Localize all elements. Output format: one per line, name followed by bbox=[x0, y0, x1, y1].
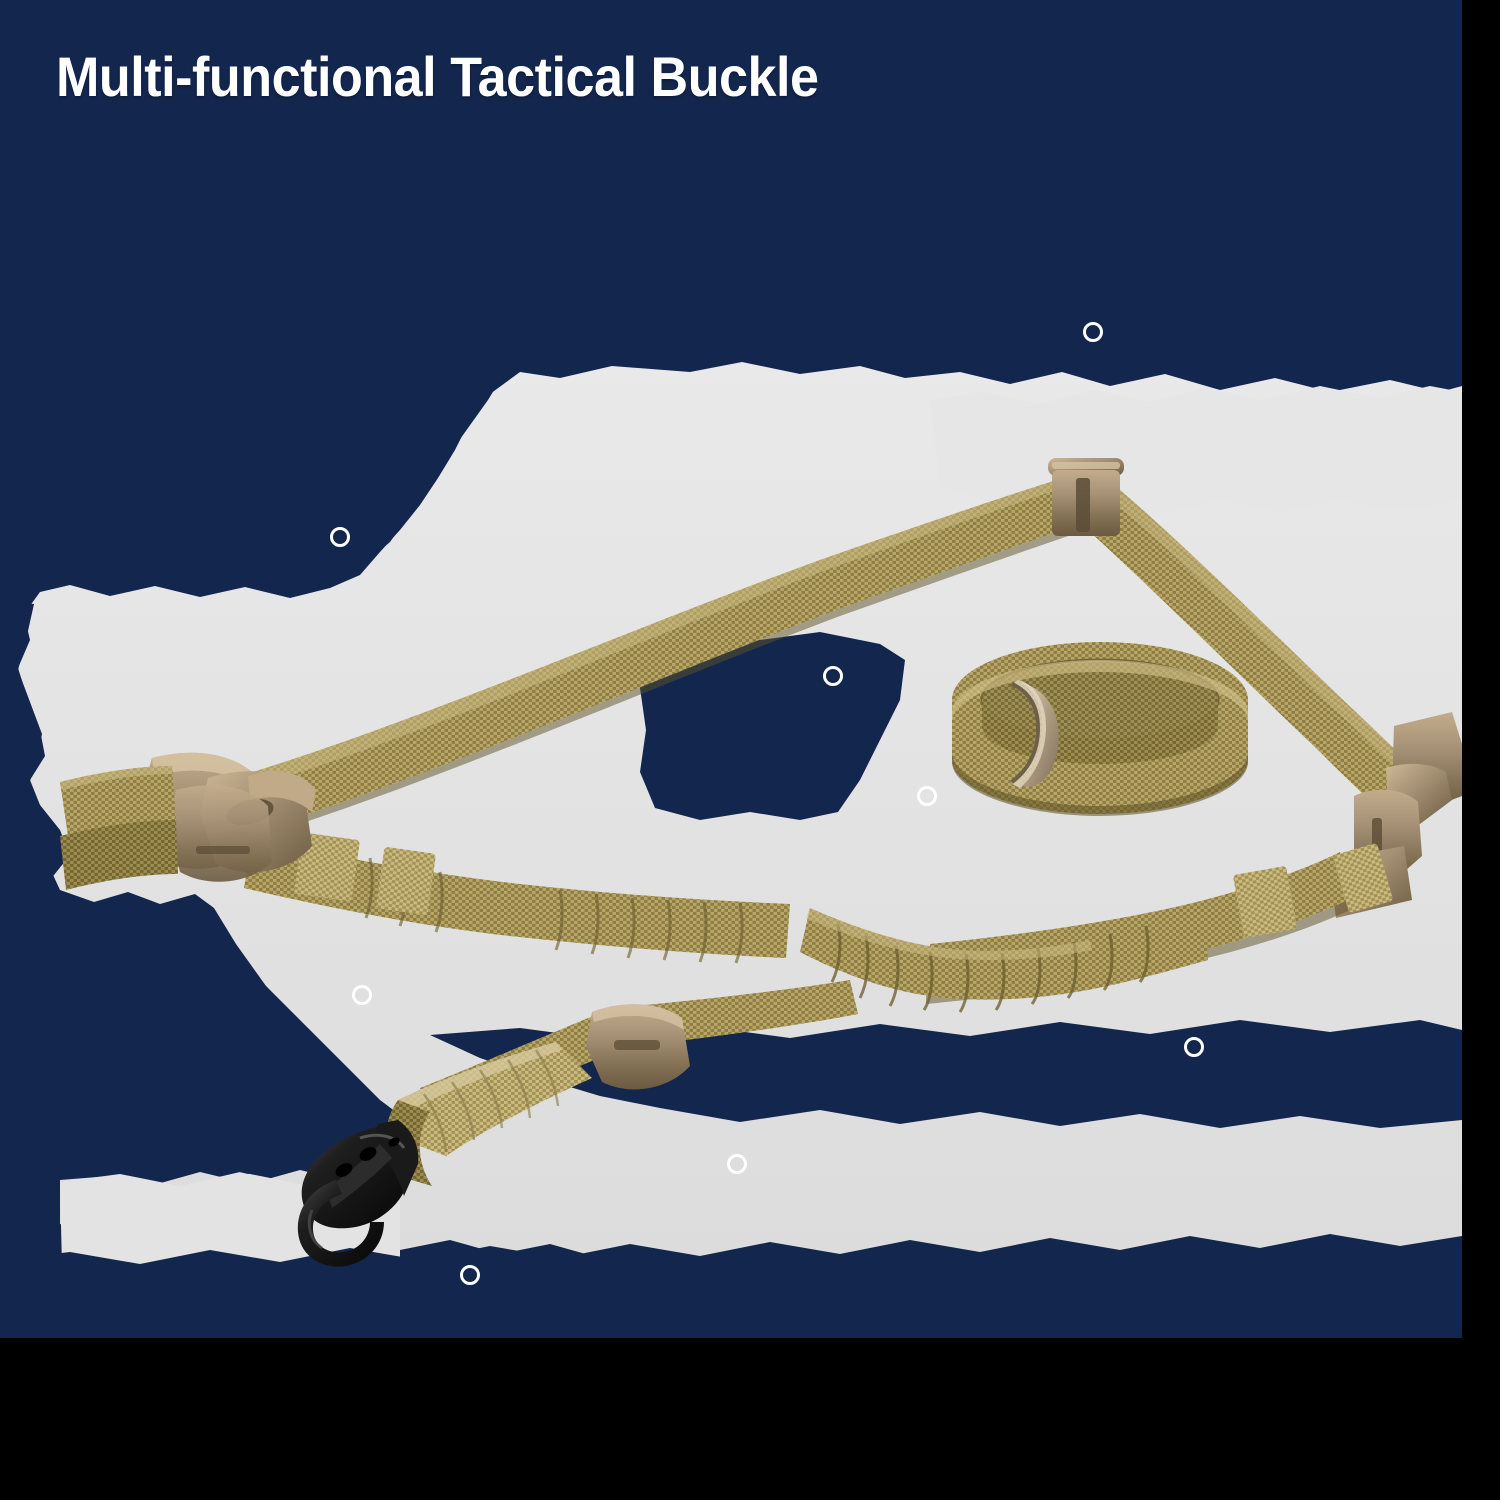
upper-strap-right bbox=[1070, 478, 1440, 830]
d-ring bbox=[1010, 680, 1059, 788]
upper-strap-left bbox=[150, 472, 1104, 860]
ring-marker bbox=[1184, 1037, 1204, 1057]
product-card: Multi-functional Tactical Buckle bbox=[0, 0, 1462, 1338]
tail-slider bbox=[586, 1004, 690, 1090]
bungee-shock-section bbox=[800, 908, 1208, 1013]
ring-marker bbox=[823, 666, 843, 686]
ring-marker bbox=[460, 1265, 480, 1285]
ring-marker bbox=[1083, 322, 1103, 342]
coiled-webbing-loop bbox=[952, 642, 1248, 816]
tactical-sling-illustration bbox=[60, 458, 1462, 1267]
cutout-halo-background bbox=[18, 362, 1462, 1274]
ring-marker bbox=[727, 1154, 747, 1174]
page-title: Multi-functional Tactical Buckle bbox=[56, 45, 819, 108]
ring-marker bbox=[917, 786, 937, 806]
ring-marker bbox=[330, 527, 350, 547]
webbing-left-loop bbox=[60, 766, 178, 890]
hk-snap-hook bbox=[297, 1120, 419, 1267]
tri-glide-slider-top bbox=[1048, 458, 1124, 536]
bungee-left-section bbox=[244, 832, 790, 964]
ring-marker bbox=[352, 985, 372, 1005]
